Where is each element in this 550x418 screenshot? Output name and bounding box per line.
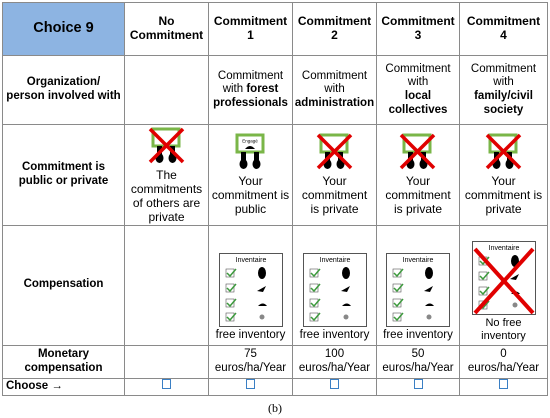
compensation-c3: Inventaire free inventory	[376, 224, 460, 346]
crossed-plug-icon	[485, 133, 521, 170]
organization-label: Organization/person involved with	[2, 55, 125, 125]
crossed-plug-icon	[399, 133, 436, 170]
compensation-row: Compensation Inventaire free inventory I…	[2, 224, 548, 346]
inventory-card-icon: Inventaire	[218, 253, 283, 328]
choose-label: Choose →	[2, 377, 125, 396]
inventory-title: Inventaire	[488, 245, 519, 252]
organization-c1: Commitment with forest professionals	[208, 55, 293, 125]
engage-plug-icon: Engagé	[235, 133, 264, 170]
organization-row: Organization/person involved with Commit…	[2, 55, 548, 125]
choose-commitment-1-checkbox[interactable]	[246, 379, 255, 390]
inventory-card-icon: Inventaire	[386, 253, 450, 328]
crossed-plug-icon	[148, 127, 184, 164]
plug-label: Engagé	[242, 139, 258, 144]
inventory-title: Inventaire	[403, 257, 434, 264]
organization-c2: Commitment with administration	[292, 55, 377, 125]
inventory-title: Inventaire	[319, 257, 350, 264]
choose-none-cell[interactable]	[124, 377, 209, 396]
inventory-card-icon: Inventaire	[302, 253, 367, 328]
compensation-c2: Inventaire free inventory	[292, 224, 377, 346]
choice-title: Choice 9	[2, 2, 125, 56]
crossed-plug-icon	[316, 133, 352, 170]
choose-c3-cell[interactable]	[376, 377, 460, 396]
choose-c1-cell[interactable]	[208, 377, 293, 396]
choose-no-commitment-checkbox[interactable]	[162, 379, 171, 390]
monetary-none	[124, 344, 209, 379]
compensation-c1: Inventaire free inventory	[208, 224, 293, 346]
inventory-title: Inventaire	[235, 257, 266, 264]
organization-c3: Commitment with local collectives	[376, 55, 460, 125]
choose-c4-cell[interactable]	[459, 377, 548, 396]
choose-row: Choose →	[2, 377, 548, 396]
compensation-label: Compensation	[2, 224, 125, 346]
figure-caption: (b)	[268, 401, 282, 415]
choose-commitment-4-checkbox[interactable]	[499, 379, 508, 390]
crossed-inventory-card-icon: Inventaire	[471, 240, 536, 315]
organization-c4: Commitment with family/civil society	[459, 55, 548, 125]
compensation-none	[124, 224, 209, 346]
choose-commitment-2-checkbox[interactable]	[330, 379, 339, 390]
organization-none	[124, 55, 209, 125]
choose-c2-cell[interactable]	[292, 377, 377, 396]
choose-commitment-3-checkbox[interactable]	[413, 379, 423, 390]
